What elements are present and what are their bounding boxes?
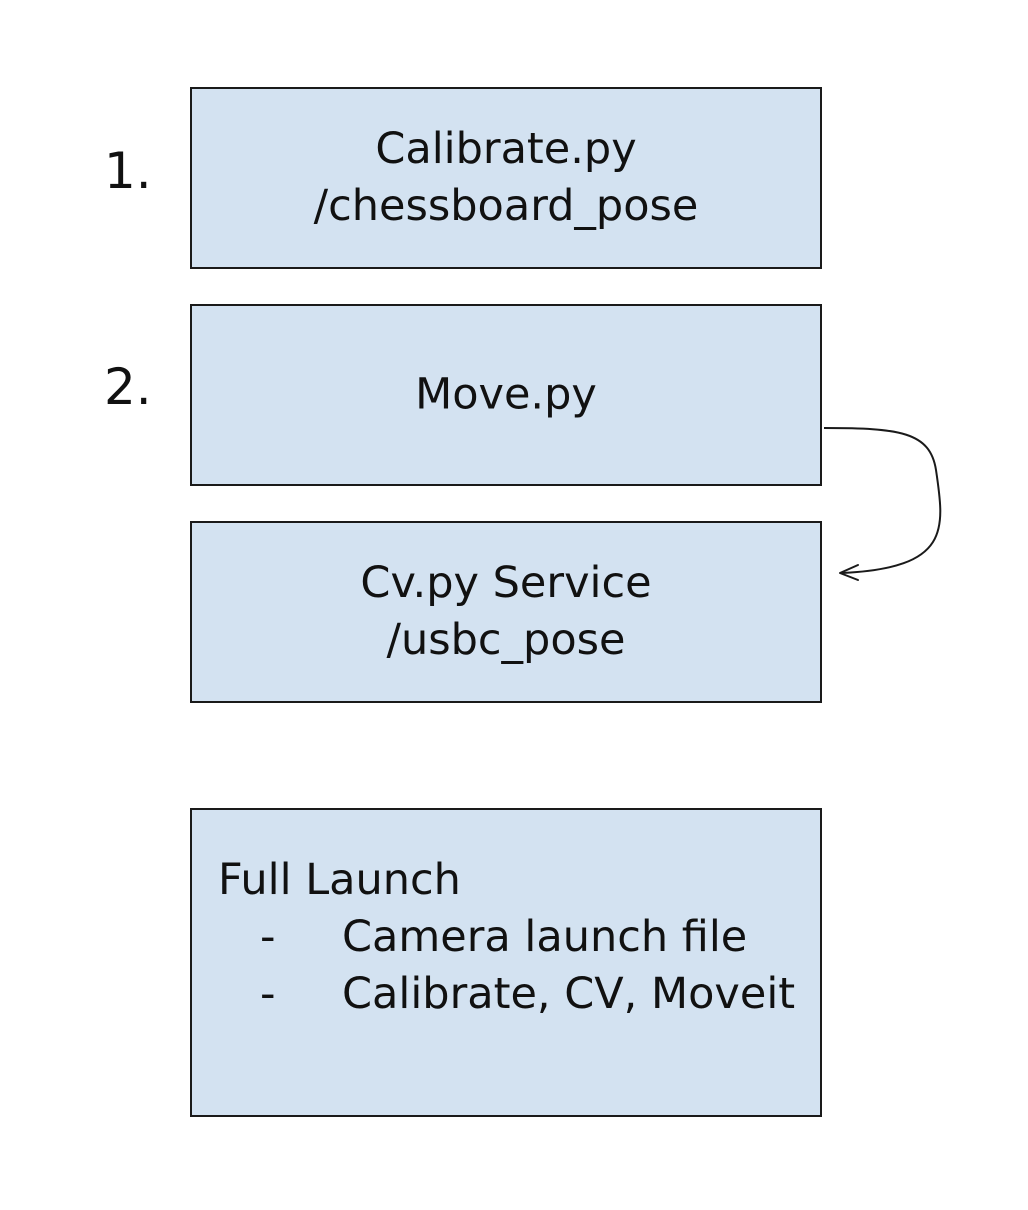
cv-service-topic: /usbc_pose [386, 615, 626, 665]
cv-service-title: Cv.py Service [360, 558, 652, 608]
launch-bullet-item: - Calibrate, CV, Moveit [218, 966, 795, 1080]
full-launch-title: Full Launch [218, 855, 461, 905]
cv-service-box: Cv.py Service /usbc_pose [190, 521, 822, 703]
move-box: Move.py [190, 304, 822, 486]
bullet-dash: - [260, 912, 276, 962]
connector-curve [823, 427, 942, 574]
calibrate-title: Calibrate.py [375, 124, 637, 174]
launch-bullet-text: Calibrate, CV, Moveit [342, 969, 796, 1019]
full-launch-box: Full Launch - Camera launch file - Calib… [190, 808, 822, 1117]
step-number-2: 2. [104, 358, 152, 416]
calibrate-topic: /chessboard_pose [313, 181, 699, 231]
step-number-1: 1. [104, 142, 152, 200]
launch-bullet-item: - Camera launch file [218, 909, 747, 966]
move-title: Move.py [415, 369, 597, 420]
arrowhead-icon [839, 564, 859, 581]
bullet-dash: - [260, 969, 276, 1019]
launch-bullet-text: Camera launch file [342, 912, 748, 962]
calibrate-box: Calibrate.py /chessboard_pose [190, 87, 822, 269]
